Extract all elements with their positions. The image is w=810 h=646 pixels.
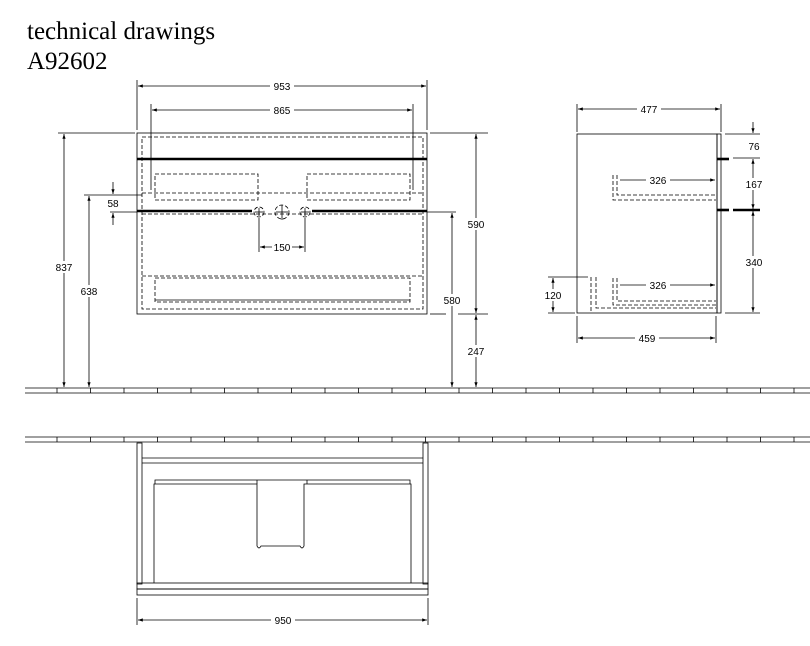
front-view: 953 865 150 58 837 638 580 590 247 bbox=[52, 80, 488, 387]
drawer-top-outline bbox=[153, 483, 412, 583]
dim-height-total: 837 bbox=[56, 263, 73, 274]
top-view: 950 bbox=[136, 442, 429, 627]
dim-top-offset: 76 bbox=[748, 142, 760, 153]
dim-depth-inner: 459 bbox=[639, 334, 656, 345]
wall-line bbox=[25, 436, 810, 443]
back-panel bbox=[716, 133, 722, 314]
dim-top-width: 950 bbox=[275, 616, 292, 627]
dim-hanger-spacing: 167 bbox=[746, 180, 763, 191]
dim-lower-height: 340 bbox=[746, 258, 763, 269]
dim-depth-total: 477 bbox=[641, 105, 658, 116]
basin-right bbox=[306, 173, 411, 201]
floor-line bbox=[25, 387, 810, 394]
lower-drawer-side bbox=[612, 278, 716, 306]
dim-width-total: 953 bbox=[274, 82, 291, 93]
dim-cabinet-height: 590 bbox=[468, 220, 485, 231]
dim-tap-spacing: 150 bbox=[274, 243, 291, 254]
dim-outlet-height: 638 bbox=[81, 287, 98, 298]
dim-width-inner: 865 bbox=[274, 106, 291, 117]
dim-upper-drawer-depth: 326 bbox=[650, 176, 667, 187]
drawing-title: technical drawings bbox=[27, 18, 216, 45]
model-number: A92602 bbox=[27, 48, 108, 75]
lower-drawer bbox=[154, 277, 411, 303]
side-view: 477 326 326 76 167 340 120 459 bbox=[541, 103, 765, 345]
basin-left bbox=[154, 173, 259, 201]
dim-floor-clearance: 247 bbox=[468, 347, 485, 358]
dim-plinth-height: 120 bbox=[545, 291, 562, 302]
dim-drain-height: 580 bbox=[444, 296, 461, 307]
dim-lower-drawer-depth: 326 bbox=[650, 281, 667, 292]
upper-drawer-side bbox=[612, 175, 716, 201]
tap-holes bbox=[253, 204, 311, 220]
cabinet-front-outline bbox=[136, 132, 428, 315]
dim-offset: 58 bbox=[107, 199, 119, 210]
plinth-side bbox=[590, 277, 716, 312]
